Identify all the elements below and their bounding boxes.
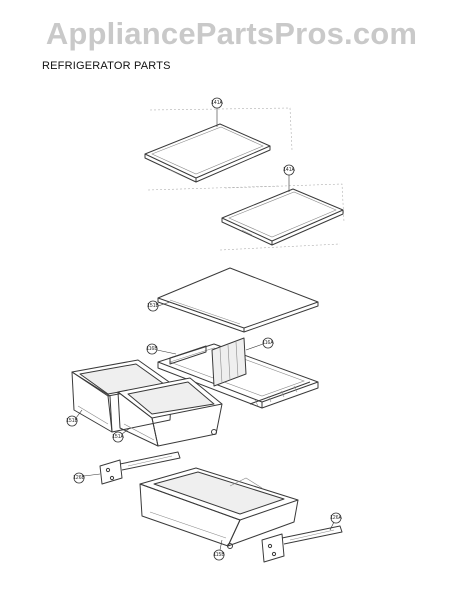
glass-shelf-lower[interactable] <box>221 188 344 246</box>
callout-cover: 151B <box>147 300 159 312</box>
svg-text:141A: 141A <box>211 100 223 106</box>
callout-drawer-left: 151B <box>66 415 78 427</box>
svg-text:151B: 151B <box>66 418 78 424</box>
callout-rail-right: 126A <box>330 512 342 524</box>
crisper-cover-panel[interactable] <box>157 267 319 333</box>
svg-text:141A: 141A <box>283 167 295 173</box>
pantry-drawer[interactable] <box>139 467 299 549</box>
crisper-drawer-right[interactable] <box>117 377 223 447</box>
callout-rail-left: 126B <box>73 472 85 484</box>
watermark-logo: AppliancePartsPros.com <box>45 16 418 51</box>
svg-text:126A: 126A <box>330 515 342 521</box>
slide-rail-right[interactable] <box>261 525 343 563</box>
callout-shelf-1: 141A <box>211 97 223 109</box>
callout-frame-left: 116B <box>146 343 158 355</box>
reference-lines <box>147 107 345 251</box>
callout-shelf-2: 141A <box>283 164 295 176</box>
callout-frame-right: 116A <box>262 337 274 349</box>
page-title: REFRIGERATOR PARTS <box>42 60 171 72</box>
glass-shelf-upper[interactable] <box>144 123 271 183</box>
crisper-frame[interactable] <box>157 337 319 409</box>
svg-text:126B: 126B <box>73 475 85 481</box>
callout-big-drawer: 115B <box>213 549 225 561</box>
svg-text:116A: 116A <box>262 340 274 346</box>
svg-text:151A: 151A <box>112 434 124 440</box>
svg-text:151B: 151B <box>147 303 159 309</box>
svg-text:115B: 115B <box>213 552 225 558</box>
callout-drawer-right: 151A <box>112 431 124 443</box>
slide-rail-left[interactable] <box>99 451 181 485</box>
svg-text:116B: 116B <box>146 346 158 352</box>
